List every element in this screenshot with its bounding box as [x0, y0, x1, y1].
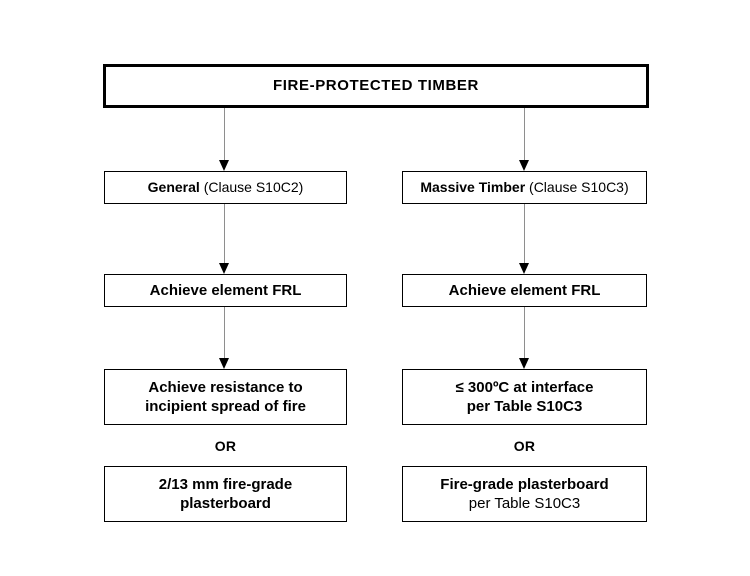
connector-stem: [224, 307, 225, 359]
node-label: Fire-grade plasterboard per Table S10C3: [403, 475, 646, 513]
arrowhead-icon: [519, 160, 529, 171]
node-label-line-2: incipient spread of fire: [145, 398, 306, 415]
node-label-line-1: Achieve resistance to: [148, 378, 303, 396]
pathway-name: Massive Timber: [420, 178, 526, 195]
connector-title-to-massive-timber: [519, 108, 529, 171]
node-right-alternative-solution[interactable]: Fire-grade plasterboard per Table S10C3: [402, 466, 647, 522]
node-left-achieve-element-frl[interactable]: Achieve element FRL: [104, 274, 347, 307]
node-label-line-1: 2/13 mm fire-grade: [158, 475, 293, 493]
node-label: Achieve resistance to incipient spread o…: [105, 378, 346, 416]
node-label-line-1: ≤ 300ºC at interface: [455, 378, 594, 396]
connector-massive-timber-to-frl: [519, 204, 529, 274]
node-massive-timber-pathway[interactable]: Massive Timber (Clause S10C3): [402, 171, 647, 204]
node-label: 2/13 mm fire-grade plasterboard: [105, 475, 346, 513]
node-label-line-2: per Table S10C3: [466, 398, 583, 415]
node-label: ≤ 300ºC at interface per Table S10C3: [403, 378, 646, 416]
connector-stem: [524, 204, 525, 264]
node-left-alternative-solution[interactable]: 2/13 mm fire-grade plasterboard: [104, 466, 347, 522]
node-label-line-1: Fire-grade plasterboard: [440, 475, 609, 493]
or-label-left: OR: [214, 438, 237, 454]
connector-left-frl-to-performance: [219, 307, 229, 369]
pathway-name: General: [147, 178, 200, 195]
node-fire-protected-timber[interactable]: FIRE-PROTECTED TIMBER: [103, 64, 649, 108]
connector-general-to-frl: [219, 204, 229, 274]
arrowhead-icon: [219, 160, 229, 171]
connector-stem: [524, 307, 525, 359]
pathway-clause: (Clause S10C3): [525, 178, 629, 195]
node-right-performance-criterion[interactable]: ≤ 300ºC at interface per Table S10C3: [402, 369, 647, 425]
node-label: Achieve element FRL: [448, 281, 601, 299]
connector-title-to-general: [219, 108, 229, 171]
connector-stem: [524, 108, 525, 160]
node-right-achieve-element-frl[interactable]: Achieve element FRL: [402, 274, 647, 307]
arrowhead-icon: [219, 263, 229, 274]
node-label-line-2: per Table S10C3: [468, 495, 581, 512]
arrowhead-icon: [519, 358, 529, 369]
connector-right-frl-to-performance: [519, 307, 529, 369]
node-general-pathway[interactable]: General (Clause S10C2): [104, 171, 347, 204]
connector-stem: [224, 108, 225, 160]
connector-stem: [224, 204, 225, 264]
node-label: Massive Timber (Clause S10C3): [403, 179, 646, 197]
pathway-clause: (Clause S10C2): [199, 178, 304, 195]
node-label: Achieve element FRL: [149, 281, 302, 299]
arrowhead-icon: [519, 263, 529, 274]
arrowhead-icon: [219, 358, 229, 369]
node-label: FIRE-PROTECTED TIMBER: [273, 77, 479, 95]
node-label-line-2: plasterboard: [180, 495, 271, 512]
or-label-right: OR: [513, 438, 536, 454]
node-left-performance-criterion[interactable]: Achieve resistance to incipient spread o…: [104, 369, 347, 425]
node-label: General (Clause S10C2): [105, 179, 346, 197]
